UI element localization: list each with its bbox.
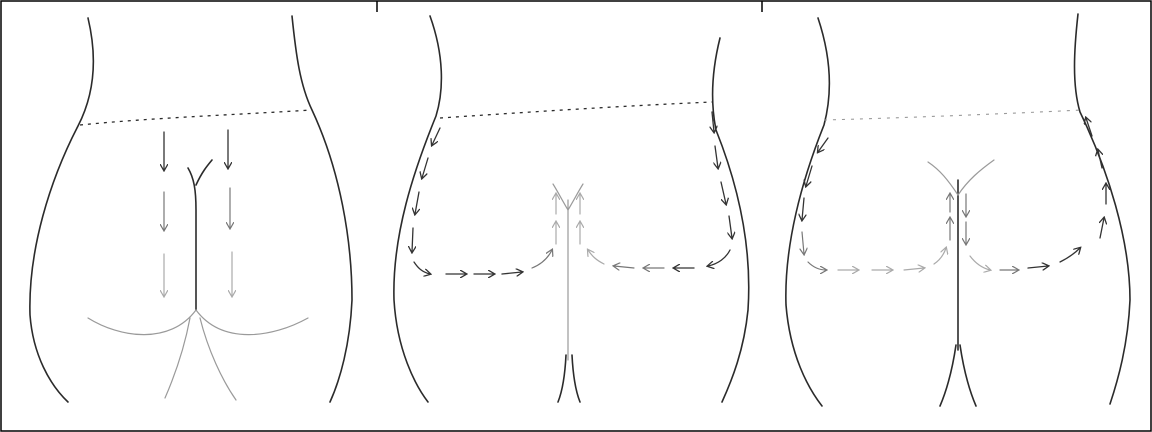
panel-3-arrow: [802, 198, 804, 220]
panel-3-arrow: [1060, 248, 1080, 262]
panel-2-right-contour: [713, 38, 749, 402]
panel-2-arrow: [415, 192, 419, 214]
panel-3-arrow: [904, 268, 924, 270]
panel-1-waistline: [80, 110, 312, 125]
panel-1-right-contour: [292, 16, 352, 402]
panel-2-waistline: [440, 102, 712, 118]
panel-2-arrow: [729, 216, 732, 238]
panel-3-arrow: [802, 232, 804, 254]
panel-1-lower-cleft-right: [200, 318, 236, 400]
panel-3-right-contour: [1075, 14, 1131, 404]
panel-3-arrow: [934, 248, 946, 264]
panel-1-natal-cleft: [188, 168, 196, 310]
panel-1-left-contour: [30, 18, 94, 402]
panel-2-arrow: [432, 128, 440, 145]
panel-2-arrow: [414, 262, 430, 274]
panel-2-arrow: [715, 146, 718, 168]
panel-3-cleft-branch-left: [928, 162, 958, 195]
panel-3-arrow: [1098, 150, 1102, 168]
panel-2-sketch: [394, 16, 749, 402]
panel-3-arrow: [970, 256, 990, 270]
panel-2-arrow: [614, 266, 634, 268]
panel-2-arrow: [721, 182, 726, 204]
panel-3-lower-cleft: [940, 345, 976, 406]
panel-2-arrow: [502, 272, 522, 274]
panel-3-arrow: [1100, 218, 1104, 238]
panel-3-cleft-branch-right: [958, 160, 994, 195]
panel-3-arrow: [806, 166, 812, 186]
panel-2-cleft-branch-left: [553, 184, 568, 210]
panel-3-left-contour: [786, 18, 830, 406]
panel-2-arrow: [412, 228, 413, 252]
panel-3-arrow: [818, 138, 828, 152]
panel-1-cleft-branch: [196, 160, 212, 185]
panel-2-cleft-branch-right: [568, 184, 583, 210]
panel-2-arrow: [532, 250, 552, 268]
panel-3-arrow: [1028, 266, 1048, 268]
panel-2-arrow: [588, 250, 604, 264]
panel-3-waistline: [824, 110, 1082, 120]
panel-1-gluteal-fold: [88, 310, 308, 335]
panel-3-sketch: [786, 14, 1130, 406]
panel-3-arrow: [808, 262, 826, 270]
panel-1-sketch: [30, 16, 352, 402]
panel-2-lower-cleft: [558, 355, 580, 402]
panel-2-arrow: [422, 158, 428, 178]
panel-2-left-contour: [394, 16, 442, 402]
panel-2-arrow: [708, 250, 730, 266]
